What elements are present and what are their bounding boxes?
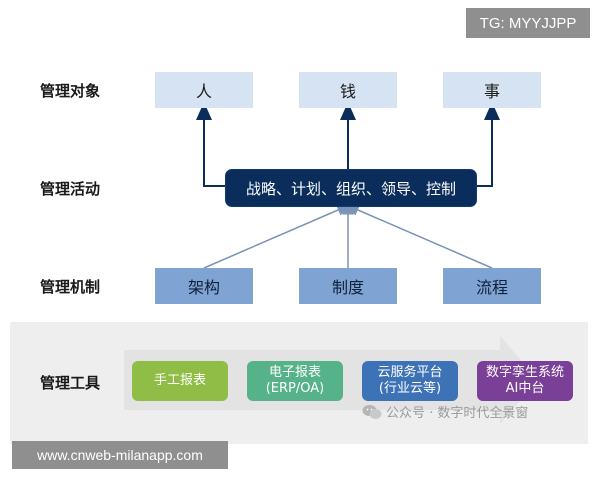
object-box-money: 钱 (299, 72, 397, 108)
arrow-to-matter (475, 102, 500, 187)
activity-box: 战略、计划、组织、领导、控制 (225, 169, 477, 207)
wechat-icon (362, 404, 382, 420)
tool-line2: (ERP/OA) (265, 381, 325, 396)
watermark-url: www.cnweb-milanapp.com (12, 441, 228, 469)
arrow-to-person (196, 102, 225, 187)
tool-line1: 云服务平台 (377, 365, 443, 380)
row-label-mechanisms: 管理机制 (40, 278, 101, 296)
tool-box-digital-twin: 数字孪生系统 AI中台 (477, 361, 573, 401)
row-label-objects: 管理对象 (40, 82, 101, 100)
arrow-from-structure (203, 204, 351, 269)
tool-box-electronic-report: 电子报表 (ERP/OA) (247, 361, 343, 401)
watermark-tg: TG: MYYJJPP (466, 8, 590, 38)
tool-line1: 数字孪生系统 (485, 365, 564, 380)
tool-line2: (行业云等) (378, 381, 442, 396)
tool-line1: 电子报表 (268, 365, 321, 380)
wechat-watermark-text: 公众号 · 数字时代全景窗 (386, 406, 529, 421)
arrow-from-process (345, 204, 493, 269)
mechanism-box-structure: 架构 (155, 268, 253, 304)
mechanism-box-system: 制度 (299, 268, 397, 304)
object-box-person: 人 (155, 72, 253, 108)
tool-box-cloud-platform: 云服务平台 (行业云等) (362, 361, 458, 401)
tool-line2: AI中台 (505, 381, 545, 396)
mechanism-box-process: 流程 (443, 268, 541, 304)
object-box-matter: 事 (443, 72, 541, 108)
tool-box-manual-report: 手工报表 (132, 361, 228, 401)
wechat-watermark: 公众号 · 数字时代全景窗 (362, 402, 528, 421)
row-label-activities: 管理活动 (40, 180, 101, 198)
tool-line1: 手工报表 (153, 373, 206, 388)
row-label-tools: 管理工具 (40, 374, 101, 392)
